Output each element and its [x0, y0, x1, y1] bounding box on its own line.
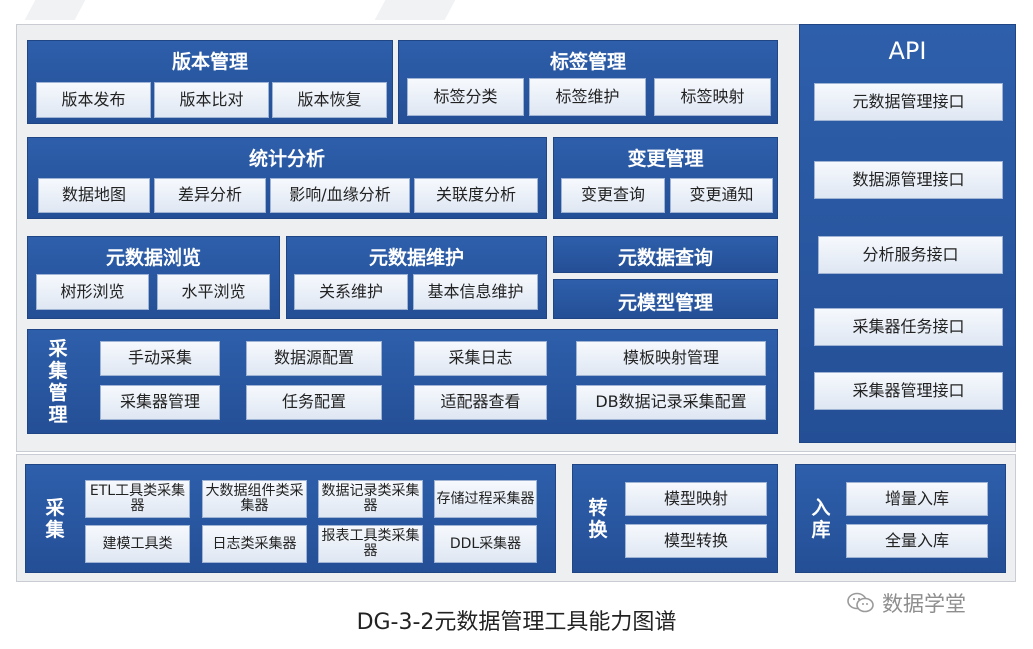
chip-stored-procedure-collector[interactable]: 存储过程采集器 [434, 480, 537, 518]
panel-title: 变更管理 [627, 148, 704, 170]
panel-title: 统计分析 [248, 148, 325, 170]
chip-adapter-view[interactable]: 适配器查看 [414, 385, 547, 420]
panel-title: 元模型管理 [617, 292, 713, 314]
metamodel-management-panel[interactable]: 元模型管理 [553, 279, 778, 319]
chip-etl-collector[interactable]: ETL工具类采集器 [85, 480, 190, 518]
bg-decoration [374, 0, 456, 20]
chip-data-record-collector[interactable]: 数据记录类采集器 [318, 480, 423, 518]
chip-basic-info-maintain[interactable]: 基本信息维护 [413, 274, 538, 310]
change-management-panel: 变更管理 变更查询 变更通知 [553, 137, 778, 219]
chip-datasource-api[interactable]: 数据源管理接口 [814, 161, 1003, 199]
load-panel: 入库 增量入库 全量入库 [795, 464, 1006, 573]
panel-title: 标签管理 [549, 51, 626, 73]
chip-version-publish[interactable]: 版本发布 [36, 82, 151, 118]
transform-panel: 转换 模型映射 模型转换 [572, 464, 778, 573]
chip-log-collector[interactable]: 日志类采集器 [202, 525, 307, 563]
chip-horizontal-browse[interactable]: 水平浏览 [157, 274, 270, 310]
chip-correlation-analysis[interactable]: 关联度分析 [414, 178, 538, 213]
wechat-icon [847, 592, 874, 613]
chip-modeling-tool[interactable]: 建模工具类 [85, 525, 190, 563]
panel-title: 版本管理 [171, 51, 248, 73]
chip-report-tool-collector[interactable]: 报表工具类采集器 [318, 525, 423, 563]
chip-change-notify[interactable]: 变更通知 [670, 178, 773, 213]
panel-title-vertical: 转换 [588, 497, 608, 541]
panel-title-vertical: 入库 [811, 497, 831, 541]
collection-management-panel: 采集管理 手动采集 数据源配置 采集日志 模板映射管理 采集器管理 任务配置 适… [27, 329, 778, 434]
panel-title: 元数据浏览 [105, 247, 201, 269]
chip-model-transform[interactable]: 模型转换 [625, 524, 767, 558]
watermark-text: 数据学堂 [882, 592, 966, 616]
chip-tag-category[interactable]: 标签分类 [407, 78, 524, 116]
panel-title: API [888, 37, 927, 65]
collect-panel: 采集 ETL工具类采集器 大数据组件类采集器 数据记录类采集器 存储过程采集器 … [25, 464, 556, 573]
chip-lineage-analysis[interactable]: 影响/血缘分析 [270, 178, 410, 213]
panel-title-vertical: 采集 [45, 497, 65, 541]
metadata-query-panel[interactable]: 元数据查询 [553, 236, 778, 273]
wechat-watermark: 数据学堂 [846, 588, 1016, 618]
chip-datasource-config[interactable]: 数据源配置 [246, 341, 382, 376]
statistics-panel: 统计分析 数据地图 差异分析 影响/血缘分析 关联度分析 [27, 137, 547, 219]
chip-collector-management-api[interactable]: 采集器管理接口 [814, 372, 1003, 410]
chip-ddl-collector[interactable]: DDL采集器 [434, 525, 537, 563]
chip-template-mapping[interactable]: 模板映射管理 [576, 341, 766, 376]
chip-relation-maintain[interactable]: 关系维护 [294, 274, 408, 310]
chip-collect-log[interactable]: 采集日志 [414, 341, 547, 376]
panel-title: 元数据查询 [617, 247, 713, 269]
chip-manual-collect[interactable]: 手动采集 [100, 341, 220, 376]
chip-change-query[interactable]: 变更查询 [561, 178, 665, 213]
chip-data-map[interactable]: 数据地图 [38, 178, 150, 213]
chip-version-compare[interactable]: 版本比对 [154, 82, 269, 118]
api-panel: API 元数据管理接口 数据源管理接口 分析服务接口 采集器任务接口 采集器管理… [799, 24, 1016, 443]
chip-full-load[interactable]: 全量入库 [846, 524, 988, 558]
chip-collector-management[interactable]: 采集器管理 [100, 385, 220, 420]
chip-tree-browse[interactable]: 树形浏览 [36, 274, 149, 310]
bg-decoration [24, 0, 86, 20]
chip-bigdata-collector[interactable]: 大数据组件类采集器 [202, 480, 307, 518]
panel-title-vertical: 采集管理 [48, 338, 68, 426]
chip-metadata-api[interactable]: 元数据管理接口 [814, 83, 1003, 121]
metadata-maintain-panel: 元数据维护 关系维护 基本信息维护 [286, 236, 547, 319]
panel-title: 元数据维护 [368, 247, 464, 269]
chip-incremental-load[interactable]: 增量入库 [846, 482, 988, 516]
chip-model-mapping[interactable]: 模型映射 [625, 482, 767, 516]
chip-collector-task-api[interactable]: 采集器任务接口 [814, 308, 1003, 346]
chip-diff-analysis[interactable]: 差异分析 [154, 178, 266, 213]
chip-version-restore[interactable]: 版本恢复 [272, 82, 387, 118]
chip-db-record-config[interactable]: DB数据记录采集配置 [576, 385, 766, 420]
tag-management-panel: 标签管理 标签分类 标签维护 标签映射 [398, 40, 778, 124]
version-management-panel: 版本管理 版本发布 版本比对 版本恢复 [27, 40, 393, 124]
chip-task-config[interactable]: 任务配置 [246, 385, 382, 420]
figure-caption: DG-3-2元数据管理工具能力图谱 [356, 610, 677, 635]
chip-tag-mapping[interactable]: 标签映射 [654, 78, 771, 116]
metadata-browse-panel: 元数据浏览 树形浏览 水平浏览 [27, 236, 280, 319]
chip-tag-maintain[interactable]: 标签维护 [529, 78, 646, 116]
chip-analysis-service-api[interactable]: 分析服务接口 [818, 236, 1003, 274]
